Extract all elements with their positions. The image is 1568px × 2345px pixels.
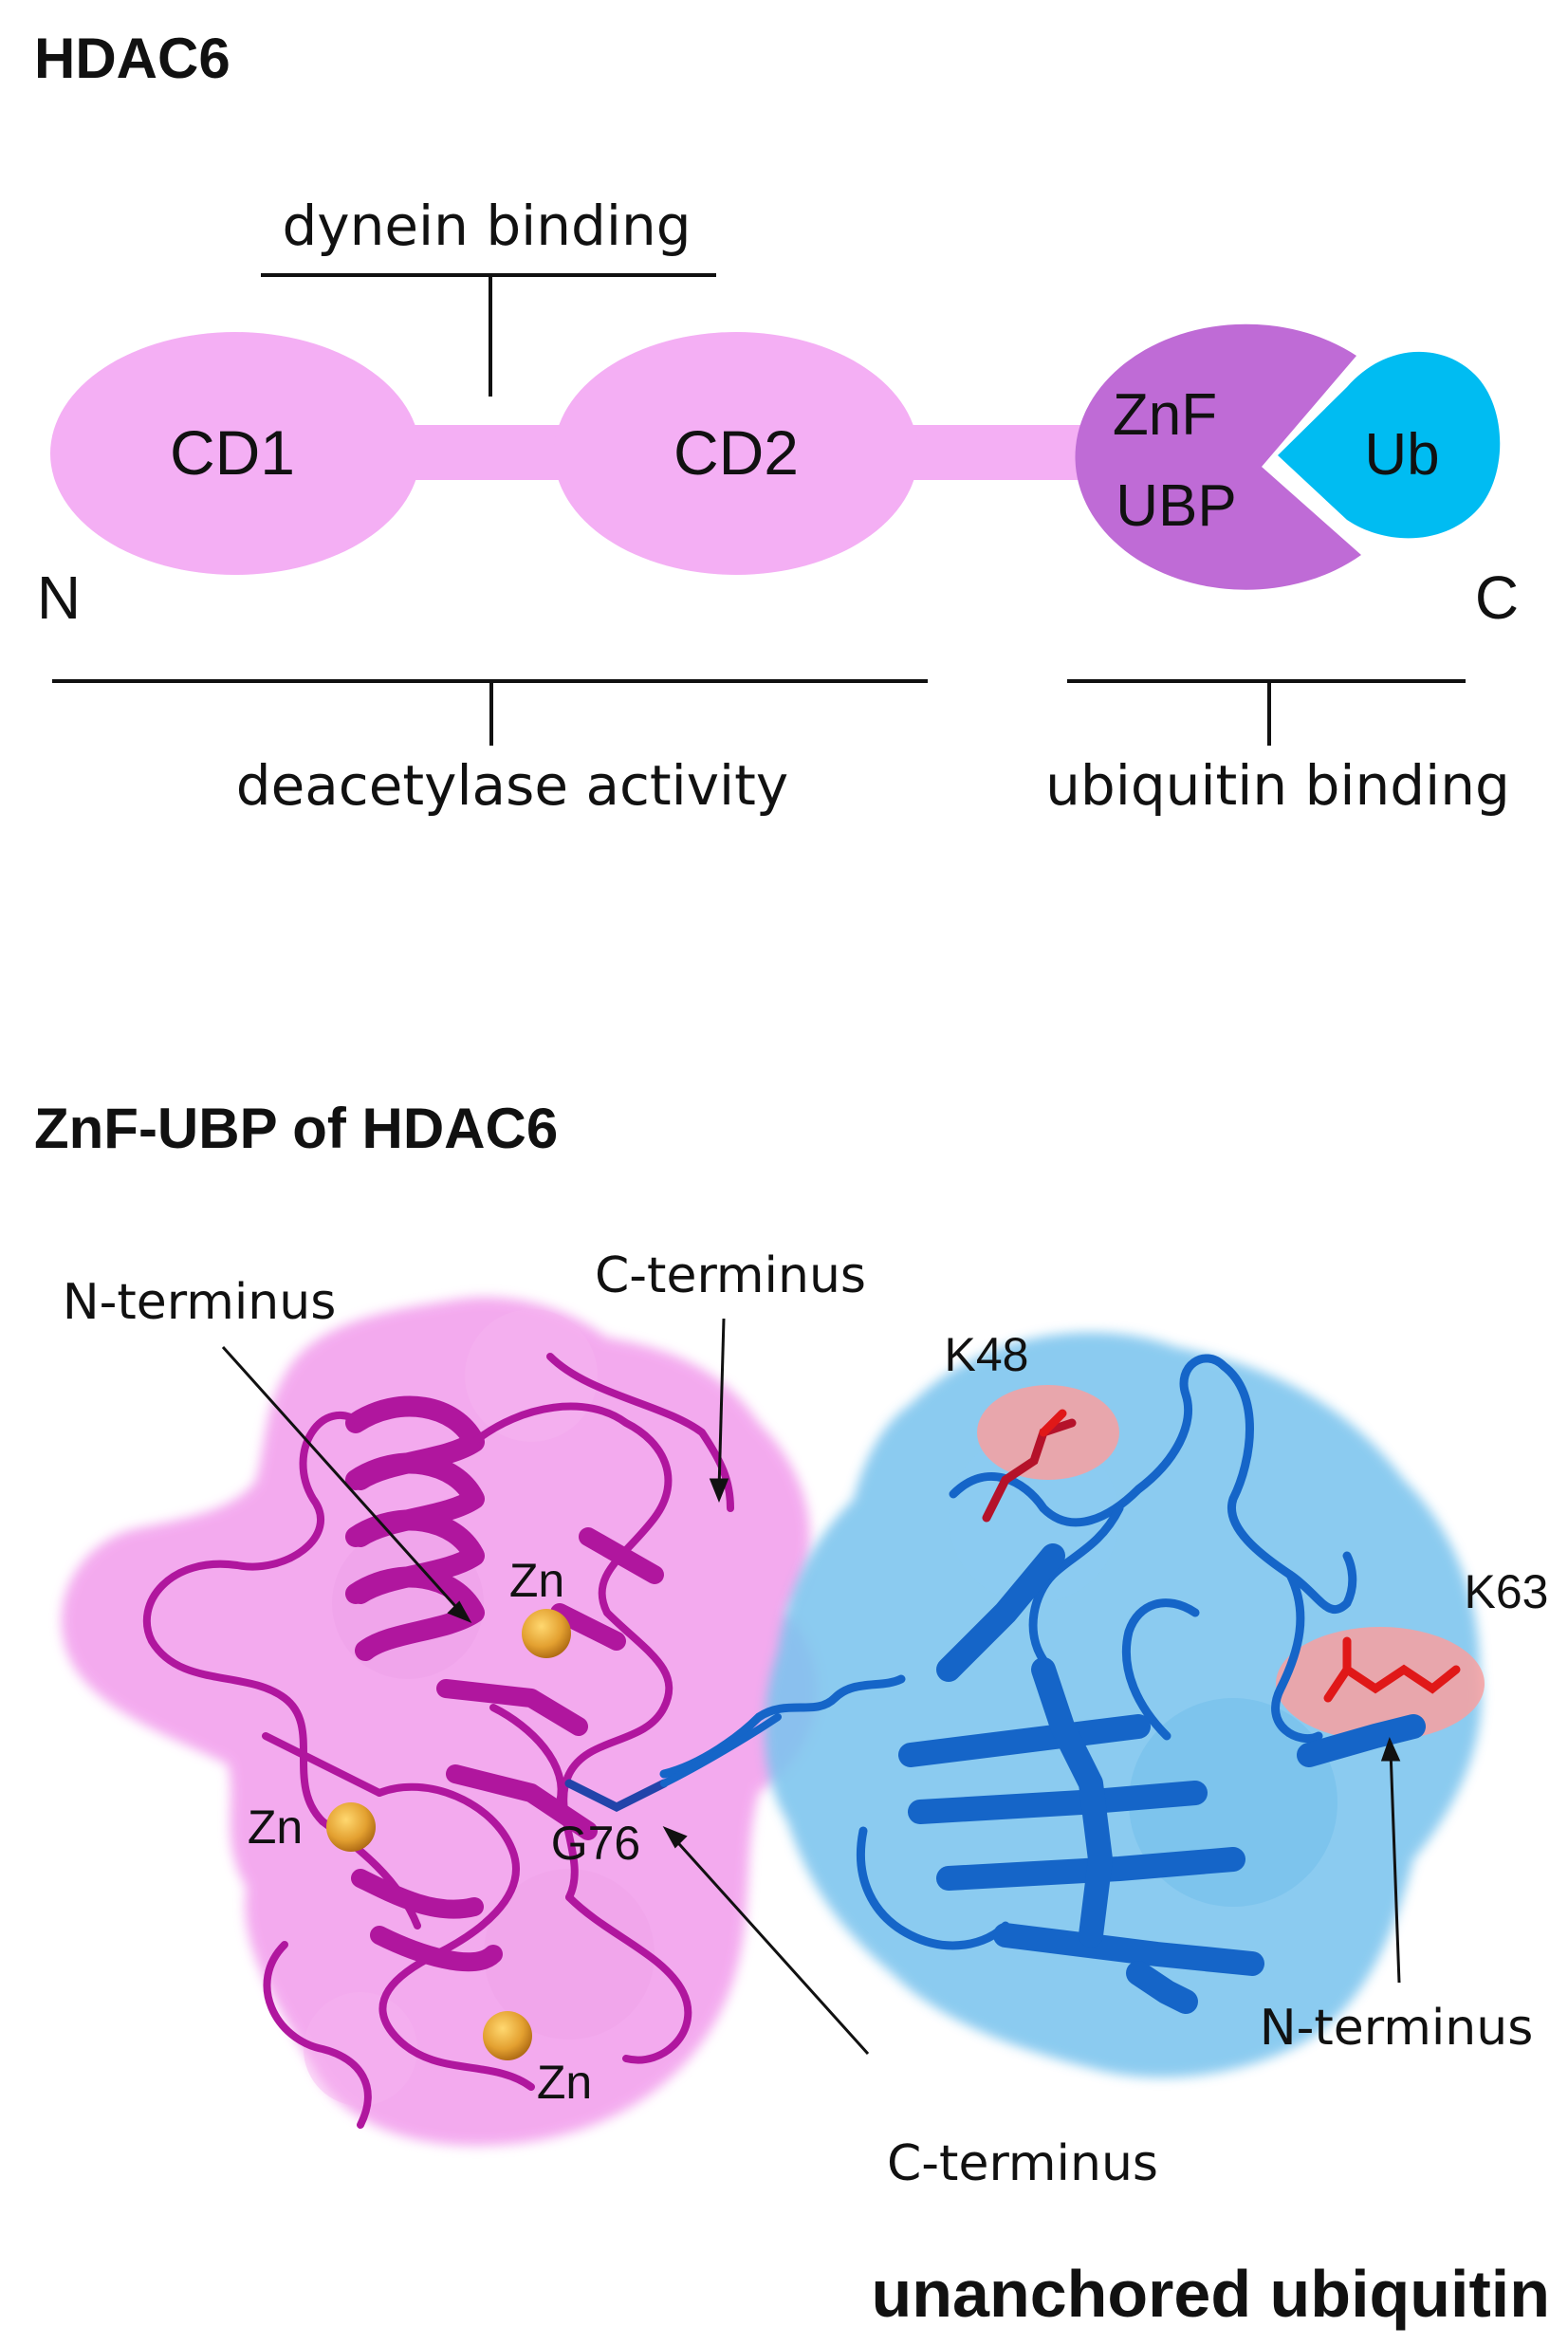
g76-label: G76 — [551, 1817, 641, 1870]
ub-label: Ub — [1364, 422, 1439, 488]
ubiquitin-binding-label: ubiquitin binding — [1045, 753, 1510, 818]
ubiquitin-ribbon — [659, 1354, 1426, 2014]
unanchored-ubiquitin-caption: unanchored ubiquitin — [872, 2257, 1550, 2331]
znf-ubp-domain — [1075, 323, 1361, 590]
domain-architecture — [50, 323, 1501, 590]
cd1-label: CD1 — [170, 417, 295, 488]
znf-label-line2: UBP — [1116, 473, 1236, 539]
ubiquitin-c-terminus-label: C-terminus — [887, 2135, 1158, 2192]
cd1-domain — [50, 332, 420, 575]
linker-cd2-znf — [892, 425, 1081, 480]
ubiquitin-n-terminus-label: N-terminus — [1260, 2000, 1534, 2057]
n-terminal-label: N — [37, 563, 81, 632]
k48-sticks — [982, 1409, 1077, 1523]
structure-panel-title: ZnF-UBP of HDAC6 — [34, 1097, 558, 1160]
znf-ubp-ribbon — [143, 1353, 734, 2129]
deacetylase-activity-label: deacetylase activity — [236, 753, 788, 818]
domain-diagram-title: HDAC6 — [34, 27, 231, 90]
znf-n-terminus-label: N-terminus — [63, 1274, 337, 1331]
dynein-bracket — [261, 273, 716, 397]
k48-label: K48 — [945, 1328, 1029, 1381]
cd2-domain — [554, 332, 918, 575]
dynein-binding-label: dynein binding — [282, 194, 691, 258]
znf-ubp-surface — [61, 1297, 818, 2146]
g76-linker — [564, 1713, 782, 1813]
deacetylase-bracket — [52, 679, 928, 746]
zinc-atom — [326, 1802, 376, 1852]
zinc-atom — [483, 2011, 532, 2060]
cd2-label: CD2 — [673, 417, 799, 488]
c-terminal-label: C — [1475, 563, 1519, 632]
k63-sticks — [1323, 1636, 1461, 1703]
k63-label: K63 — [1465, 1565, 1549, 1618]
zinc-label: Zn — [509, 1554, 564, 1607]
znf-label-line1: ZnF — [1113, 382, 1217, 448]
zinc-label: Zn — [537, 2056, 592, 2109]
zinc-atom — [522, 1609, 571, 1658]
annotation-arrows — [221, 1318, 1401, 2056]
zinc-label: Zn — [248, 1800, 303, 1854]
ub-domain — [1278, 351, 1501, 539]
znf-c-terminus-label: C-terminus — [595, 1247, 866, 1304]
ubiquitin-binding-bracket — [1067, 679, 1466, 746]
